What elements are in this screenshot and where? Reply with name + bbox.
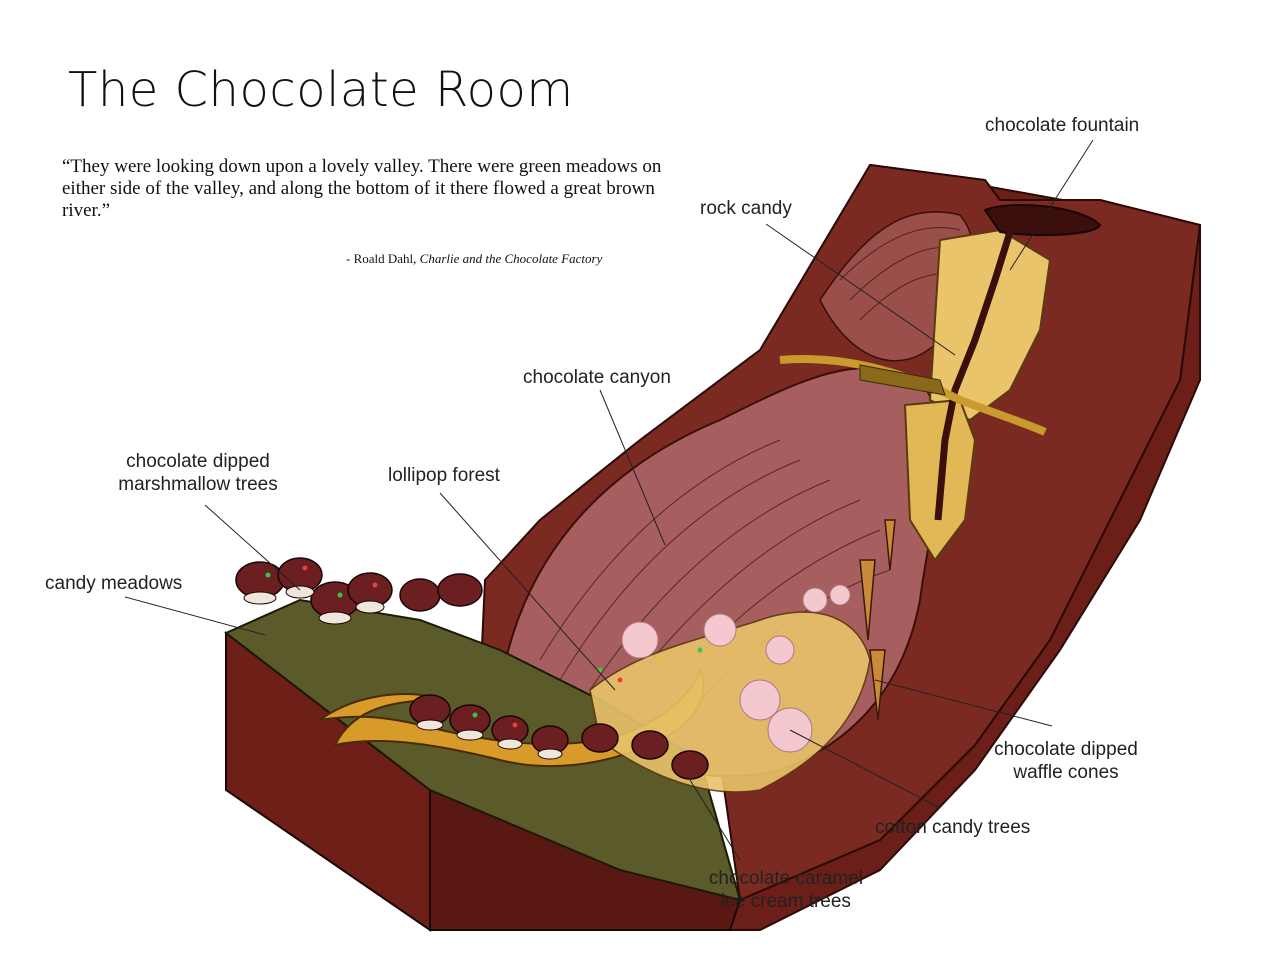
cotton-candy-trees xyxy=(621,584,851,753)
leader-marshmallow-trees xyxy=(204,504,301,591)
leader-rock-candy xyxy=(765,223,956,356)
attribution-book: Charlie and the Chocolate Factory xyxy=(419,251,603,266)
leader-waffle-cones xyxy=(874,679,1053,727)
leader-lollipop-forest xyxy=(439,492,616,691)
fountain-stream xyxy=(934,230,1014,521)
caramel-ice-cream-trees xyxy=(409,694,709,780)
label-waffle-cones: chocolate dipped waffle cones xyxy=(968,738,1164,784)
label-caramel-trees: chocolate caramel ice cream trees xyxy=(688,867,884,913)
label-rock-candy: rock candy xyxy=(700,198,792,219)
bridge-mesh xyxy=(859,364,946,396)
label-candy-meadows: candy meadows xyxy=(45,573,183,594)
attribution-author: - Roald Dahl, xyxy=(346,251,420,266)
label-marshmallow-trees-line2: marshmallow trees xyxy=(118,474,278,495)
label-chocolate-fountain: chocolate fountain xyxy=(985,115,1140,136)
label-marshmallow-trees: chocolate dipped marshmallow trees xyxy=(108,450,288,496)
chocolate-fountain xyxy=(983,204,1102,237)
leader-candy-meadows xyxy=(124,596,266,636)
label-lollipop-forest: lollipop forest xyxy=(388,465,500,486)
leader-chocolate-fountain xyxy=(1009,139,1094,271)
label-marshmallow-trees-line1: chocolate dipped xyxy=(126,451,270,472)
leader-chocolate-canyon xyxy=(599,389,666,546)
label-caramel-trees-line1: chocolate caramel xyxy=(708,868,864,889)
marshmallow-trees xyxy=(235,557,483,625)
label-caramel-trees-line2: ice cream trees xyxy=(721,891,851,912)
waffle-cones xyxy=(859,519,896,721)
page-title: The Chocolate Room xyxy=(68,62,574,118)
leader-caramel-trees xyxy=(689,779,741,861)
label-waffle-cones-line1: chocolate dipped xyxy=(994,739,1138,760)
label-waffle-cones-line2: waffle cones xyxy=(1013,762,1119,783)
leader-cotton-candy-trees xyxy=(789,729,941,809)
candy-bridge xyxy=(779,355,1047,436)
quote-attribution: - Roald Dahl, Charlie and the Chocolate … xyxy=(346,251,602,267)
label-cotton-candy-trees: cotton candy trees xyxy=(875,817,1031,838)
label-chocolate-canyon: chocolate canyon xyxy=(523,367,671,388)
leader-lines xyxy=(124,139,1094,861)
quote-text: “They were looking down upon a lovely va… xyxy=(62,156,662,221)
